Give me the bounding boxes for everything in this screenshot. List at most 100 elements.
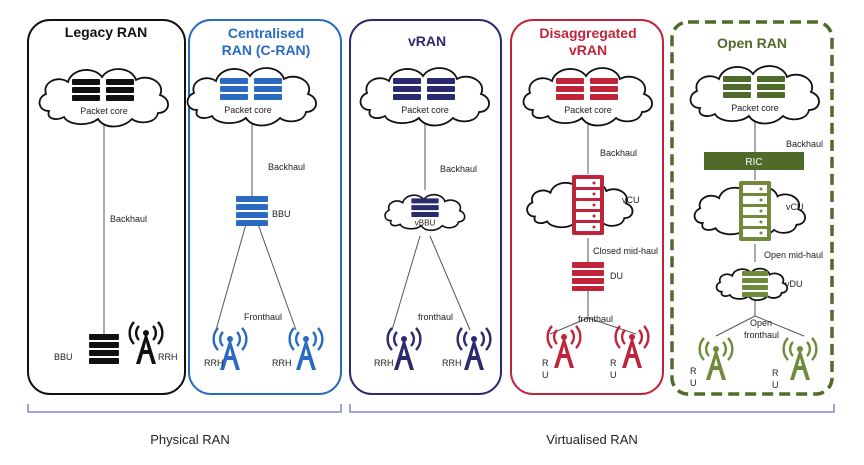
label-physical-ran: Physical RAN bbox=[150, 432, 229, 447]
server-rack-icon bbox=[742, 271, 768, 297]
panel-legacy-title: Legacy RAN bbox=[65, 24, 147, 40]
group-virtualised-ran: Virtualised RAN bbox=[349, 404, 835, 447]
open-cloud: Packet core bbox=[689, 65, 820, 125]
dis-fronthaul-label: fronthaul bbox=[578, 314, 613, 324]
vran-rrh-left-label: RRH bbox=[374, 358, 394, 368]
open-vcu-server bbox=[739, 181, 771, 241]
cran-bbu-label: BBU bbox=[272, 209, 291, 219]
dis-du-label: DU bbox=[610, 271, 623, 281]
vran-backhaul-label: Backhaul bbox=[440, 164, 477, 174]
panel-open-ran: Open RAN Packet core Backhaul RIC bbox=[670, 20, 834, 396]
antenna-tower-icon bbox=[546, 325, 582, 349]
open-ru-right-label-line2: U bbox=[772, 380, 779, 390]
legacy-rrh: RRH bbox=[128, 321, 178, 364]
legacy-backhaul-label: Backhaul bbox=[110, 214, 147, 224]
open-ru-left-label-line2: U bbox=[690, 378, 697, 388]
server-rack-icon bbox=[220, 78, 282, 100]
panel-open-title: Open RAN bbox=[717, 35, 787, 51]
open-vdu-label: vDU bbox=[785, 279, 803, 289]
antenna-mast bbox=[622, 336, 642, 368]
cran-rrh-right-label: RRH bbox=[272, 358, 292, 368]
open-fronthaul-label-line2: fronthaul bbox=[744, 330, 779, 340]
panel-disaggregated-title-line2: vRAN bbox=[569, 42, 607, 58]
dis-ru-right-label-line2: U bbox=[610, 370, 617, 380]
antenna-mast bbox=[394, 338, 414, 370]
antenna-mast bbox=[554, 336, 574, 368]
antenna-tower-icon bbox=[288, 327, 324, 351]
dis-midhaul-label: Closed mid-haul bbox=[593, 246, 658, 256]
dis-vcu-server bbox=[572, 175, 604, 235]
vran-vbbu-label: vBBU bbox=[415, 219, 436, 228]
dis-ru-left-label-line2: U bbox=[542, 370, 549, 380]
panel-disaggregated-vran: Disaggregated vRAN Packet core Backhaul bbox=[510, 19, 664, 395]
dis-ru-left-label-line1: R bbox=[542, 358, 549, 368]
panel-legacy-frame bbox=[27, 19, 186, 395]
vran-fronthaul-right bbox=[429, 235, 471, 331]
antenna-mast bbox=[464, 338, 484, 370]
panel-cran-title-line1: Centralised bbox=[228, 25, 304, 41]
bracket-physical bbox=[27, 404, 342, 413]
cran-bbu: BBU bbox=[236, 196, 291, 226]
open-ric: RIC bbox=[704, 152, 804, 170]
server-rack-icon bbox=[411, 198, 439, 217]
cran-fronthaul-left bbox=[215, 223, 247, 331]
cloud-icon bbox=[689, 65, 820, 125]
antenna-tower-icon bbox=[128, 321, 164, 345]
antenna-tower-icon bbox=[782, 337, 818, 361]
panel-disaggregated-title-line1: Disaggregated bbox=[539, 25, 636, 41]
vran-rrh-left: RRH bbox=[374, 327, 422, 370]
legacy-cloud-label: Packet core bbox=[80, 106, 128, 116]
open-midhaul-label: Open mid-haul bbox=[764, 250, 823, 260]
panel-cran: Centralised RAN (C-RAN) Packet core Back… bbox=[186, 19, 342, 395]
cran-fronthaul-label: Fronthaul bbox=[244, 312, 282, 322]
open-fronthaul-label-line1: Open bbox=[750, 318, 772, 328]
vran-cloud: Packet core bbox=[359, 67, 490, 127]
cran-cloud: Packet core bbox=[186, 67, 317, 127]
bracket-virtualised bbox=[349, 404, 835, 413]
dis-du: DU bbox=[572, 262, 623, 291]
cloud-icon bbox=[359, 67, 490, 127]
panel-cran-title-line2: RAN (C-RAN) bbox=[222, 42, 311, 58]
label-virtualised-ran: Virtualised RAN bbox=[546, 432, 638, 447]
legacy-rrh-label: RRH bbox=[158, 352, 178, 362]
server-rack-icon bbox=[572, 262, 604, 291]
open-fronthaul-left bbox=[715, 315, 756, 337]
antenna-mast bbox=[790, 348, 810, 380]
open-ru-right-label-line1: R bbox=[772, 368, 779, 378]
legacy-bbu-label: BBU bbox=[54, 352, 73, 362]
antenna-tower-icon bbox=[456, 327, 492, 351]
dis-ru-right: R U bbox=[610, 325, 650, 380]
vran-rrh-right-label: RRH bbox=[442, 358, 462, 368]
panel-cran-frame bbox=[188, 19, 342, 395]
dis-ru-right-label-line1: R bbox=[610, 358, 617, 368]
panel-open-frame bbox=[670, 20, 834, 396]
cran-cloud-label: Packet core bbox=[224, 105, 272, 115]
vran-vbbu-cloud: vBBU bbox=[384, 193, 466, 232]
dis-backhaul-label: Backhaul bbox=[600, 148, 637, 158]
panel-legacy-ran: Legacy RAN Packet core Backhaul BBU RRH bbox=[27, 19, 186, 395]
vran-fronthaul-label: fronthaul bbox=[418, 312, 453, 322]
cran-rrh-right: RRH bbox=[272, 327, 324, 370]
antenna-tower-icon bbox=[698, 337, 734, 361]
dis-ru-left: R U bbox=[542, 325, 582, 380]
dis-cloud-label: Packet core bbox=[564, 105, 612, 115]
open-backhaul-label: Backhaul bbox=[786, 139, 823, 149]
open-ru-right: R U bbox=[772, 337, 818, 390]
antenna-mast bbox=[136, 332, 156, 364]
panel-vran: vRAN Packet core Backhaul vBBU fronthaul bbox=[349, 19, 502, 395]
dis-cloud: Packet core bbox=[522, 67, 653, 127]
antenna-tower-icon bbox=[386, 327, 422, 351]
server-rack-icon bbox=[236, 196, 268, 226]
server-rack-icon bbox=[556, 78, 618, 100]
cran-fronthaul-right bbox=[257, 223, 297, 331]
antenna-mast bbox=[706, 348, 726, 380]
cloud-icon bbox=[186, 67, 317, 127]
panel-vran-frame bbox=[349, 19, 502, 395]
open-ru-left-label-line1: R bbox=[690, 366, 697, 376]
vran-cloud-label: Packet core bbox=[401, 105, 449, 115]
server-rack-icon bbox=[89, 334, 119, 364]
cloud-icon bbox=[522, 67, 653, 127]
cloud-icon bbox=[38, 68, 169, 128]
vran-rrh-right: RRH bbox=[442, 327, 492, 370]
